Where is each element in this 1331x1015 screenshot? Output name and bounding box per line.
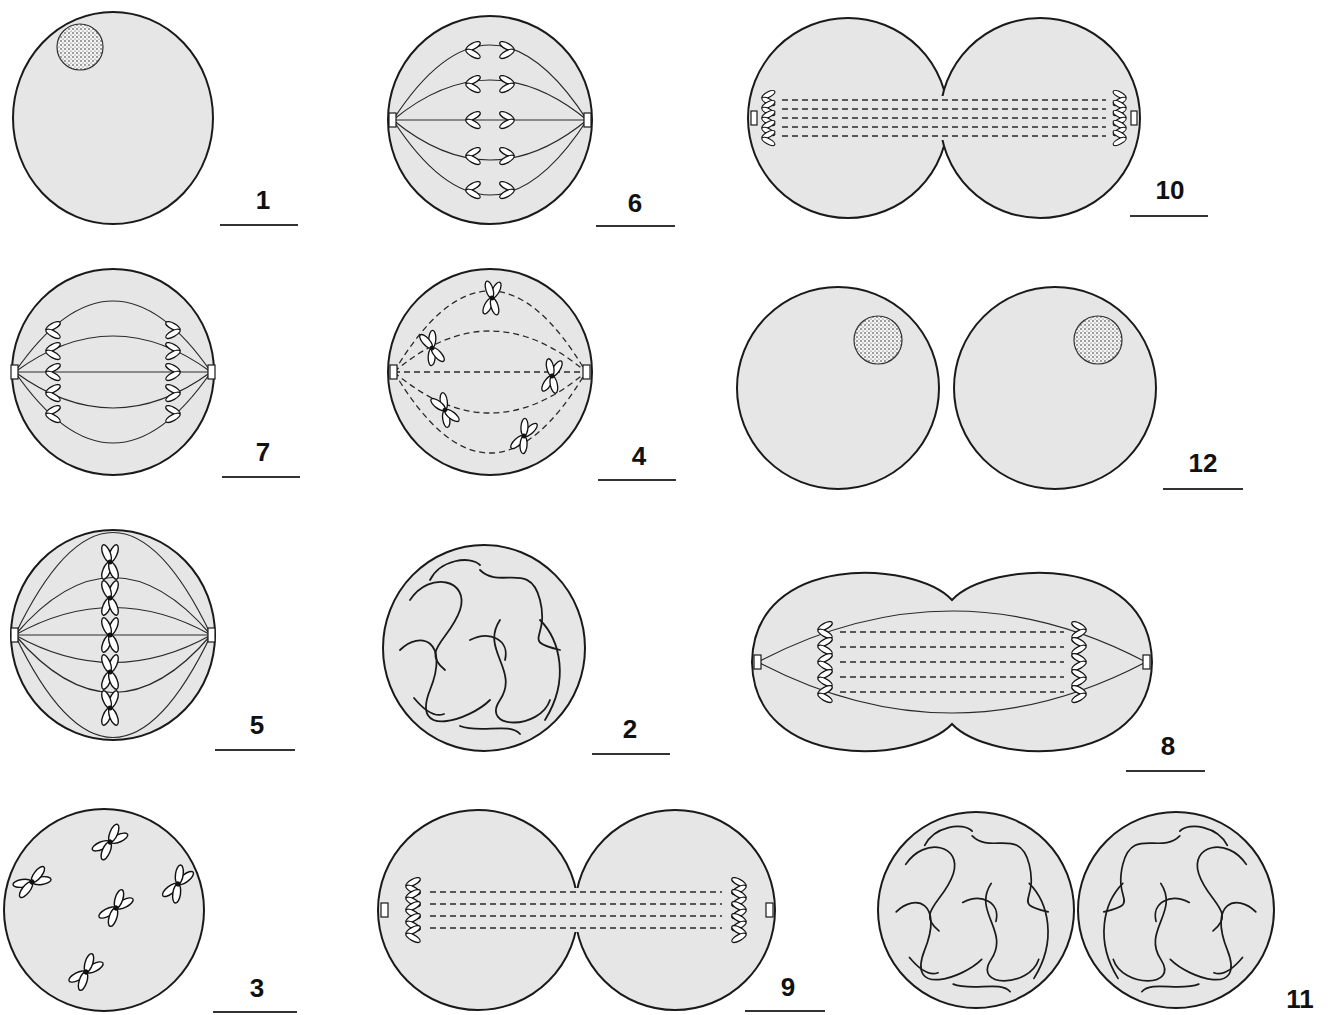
stage-number: 5 (250, 712, 264, 738)
stage-number: 1 (256, 187, 270, 213)
condensed-chromosome-cell (4, 809, 204, 1011)
telophase-cell (378, 810, 775, 1010)
stage-number: 11 (1286, 986, 1314, 1012)
daughter-cells (737, 287, 1156, 489)
stage-number: 3 (250, 975, 264, 1001)
stage-number: 4 (632, 443, 646, 469)
daughter-cells-chromatin (878, 812, 1274, 1008)
prophase-cell (383, 545, 585, 751)
anaphase-cell (388, 16, 592, 224)
metaphase-cell (11, 530, 215, 740)
stage-number: 6 (628, 190, 642, 216)
answer-line (213, 216, 1243, 1012)
telophase-cell (748, 18, 1140, 218)
furrowing-cell (752, 573, 1152, 751)
interphase-cell (13, 12, 213, 224)
stage-number: 10 (1156, 177, 1185, 203)
stage-number: 9 (781, 974, 795, 1000)
late-anaphase-cell (11, 269, 215, 475)
stage-number: 12 (1189, 450, 1218, 476)
stage-number: 7 (256, 439, 270, 465)
prometaphase-cell (388, 269, 592, 475)
stage-number: 8 (1161, 733, 1175, 759)
stage-number: 2 (623, 716, 637, 742)
